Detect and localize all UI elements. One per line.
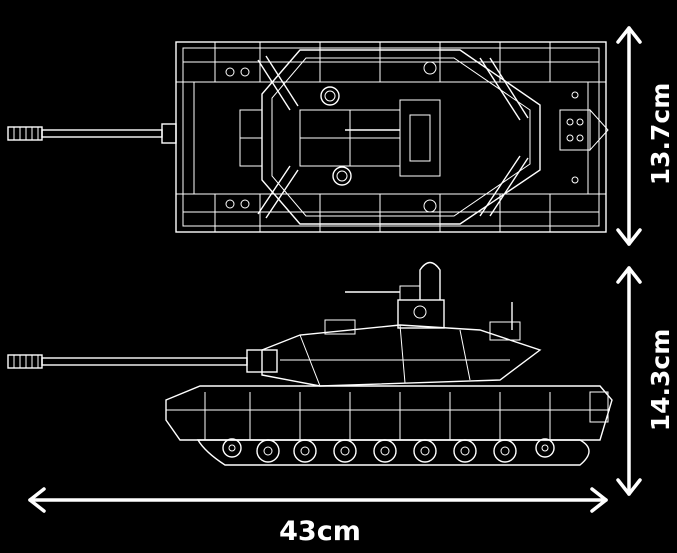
side-view-gun-barrel xyxy=(7,349,278,373)
length-dimension-label: 43cm xyxy=(279,516,361,547)
height-dimension-label: 14.3cm xyxy=(646,329,675,432)
width-dimension-label: 13.7cm xyxy=(646,83,675,186)
width-dimension-arrow xyxy=(616,26,642,246)
height-dimension-arrow xyxy=(616,266,642,496)
tank-top-view xyxy=(7,41,609,233)
side-view-tracks xyxy=(196,438,590,466)
side-view-hull xyxy=(165,385,613,441)
length-dimension-arrow xyxy=(28,487,608,513)
side-view-turret xyxy=(261,261,542,387)
top-view-turret xyxy=(239,49,609,225)
top-view-gun-barrel xyxy=(7,123,177,144)
tank-side-view xyxy=(7,261,613,466)
